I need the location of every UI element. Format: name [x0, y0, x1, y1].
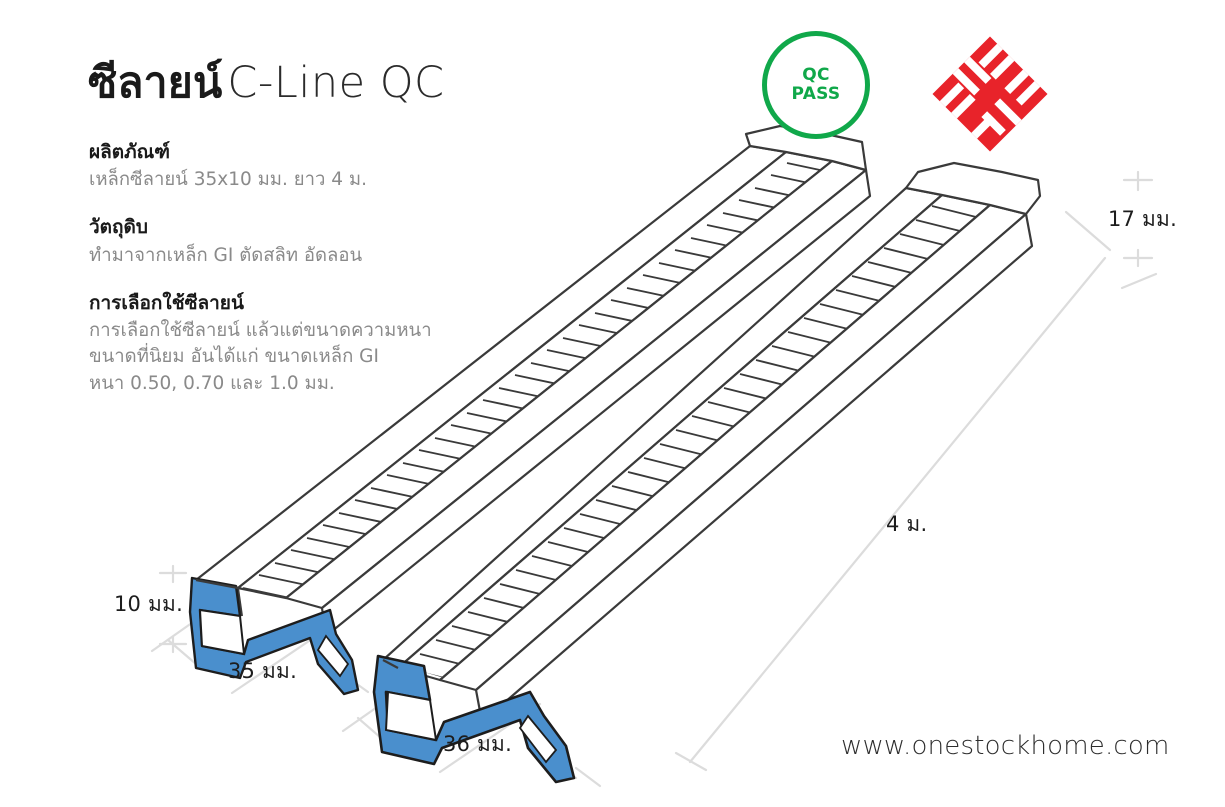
- qc-badge-line1: QC: [802, 64, 830, 85]
- info-heading-selection: การเลือกใช้ซีลายน์: [89, 291, 244, 314]
- info-body-product: เหล็กซีลายน์ 35x10 มม. ยาว 4 ม.: [89, 169, 367, 191]
- channel-end-highlight-b: [372, 654, 576, 784]
- dimension-label-width: 35 มม.: [228, 659, 297, 683]
- info-heading-product: ผลิตภัณฑ์: [89, 141, 171, 163]
- qc-badge-line2: PASS: [791, 84, 841, 104]
- info-heading-material: วัตถุดิบ: [89, 216, 148, 239]
- dimension-label-width-outer: 36 มม.: [443, 732, 512, 756]
- dimension-label-height: 10 มม.: [114, 592, 183, 616]
- diamond-brand-logo-icon: [932, 36, 1048, 152]
- dimension-label-thickness: 17 มม.: [1108, 207, 1177, 231]
- website-url[interactable]: www.onestockhome.com: [841, 731, 1170, 761]
- info-section-selection: การเลือกใช้ซีลายน์ การเลือกใช้ซีลายน์ แล…: [89, 290, 509, 397]
- info-section-product: ผลิตภัณฑ์ เหล็กซีลายน์ 35x10 มม. ยาว 4 ม…: [89, 139, 509, 193]
- page-title: ซีลายน์ C-Line QC: [88, 48, 445, 116]
- title-latin: C-Line QC: [227, 58, 445, 108]
- qc-pass-badge: QC PASS: [762, 31, 870, 139]
- dimension-label-length: 4 ม.: [886, 512, 928, 536]
- title-thai: ซีลายน์: [88, 58, 223, 108]
- info-body-selection: การเลือกใช้ซีลายน์ แล้วแต่ขนาดความหนา ขน…: [89, 320, 432, 394]
- info-body-material: ทำมาจากเหล็ก GI ตัดสลิท อัดลอน: [89, 244, 363, 266]
- product-info-sections: ผลิตภัณฑ์ เหล็กซีลายน์ 35x10 มม. ยาว 4 ม…: [89, 139, 509, 418]
- info-section-material: วัตถุดิบ ทำมาจากเหล็ก GI ตัดสลิท อัดลอน: [89, 214, 509, 268]
